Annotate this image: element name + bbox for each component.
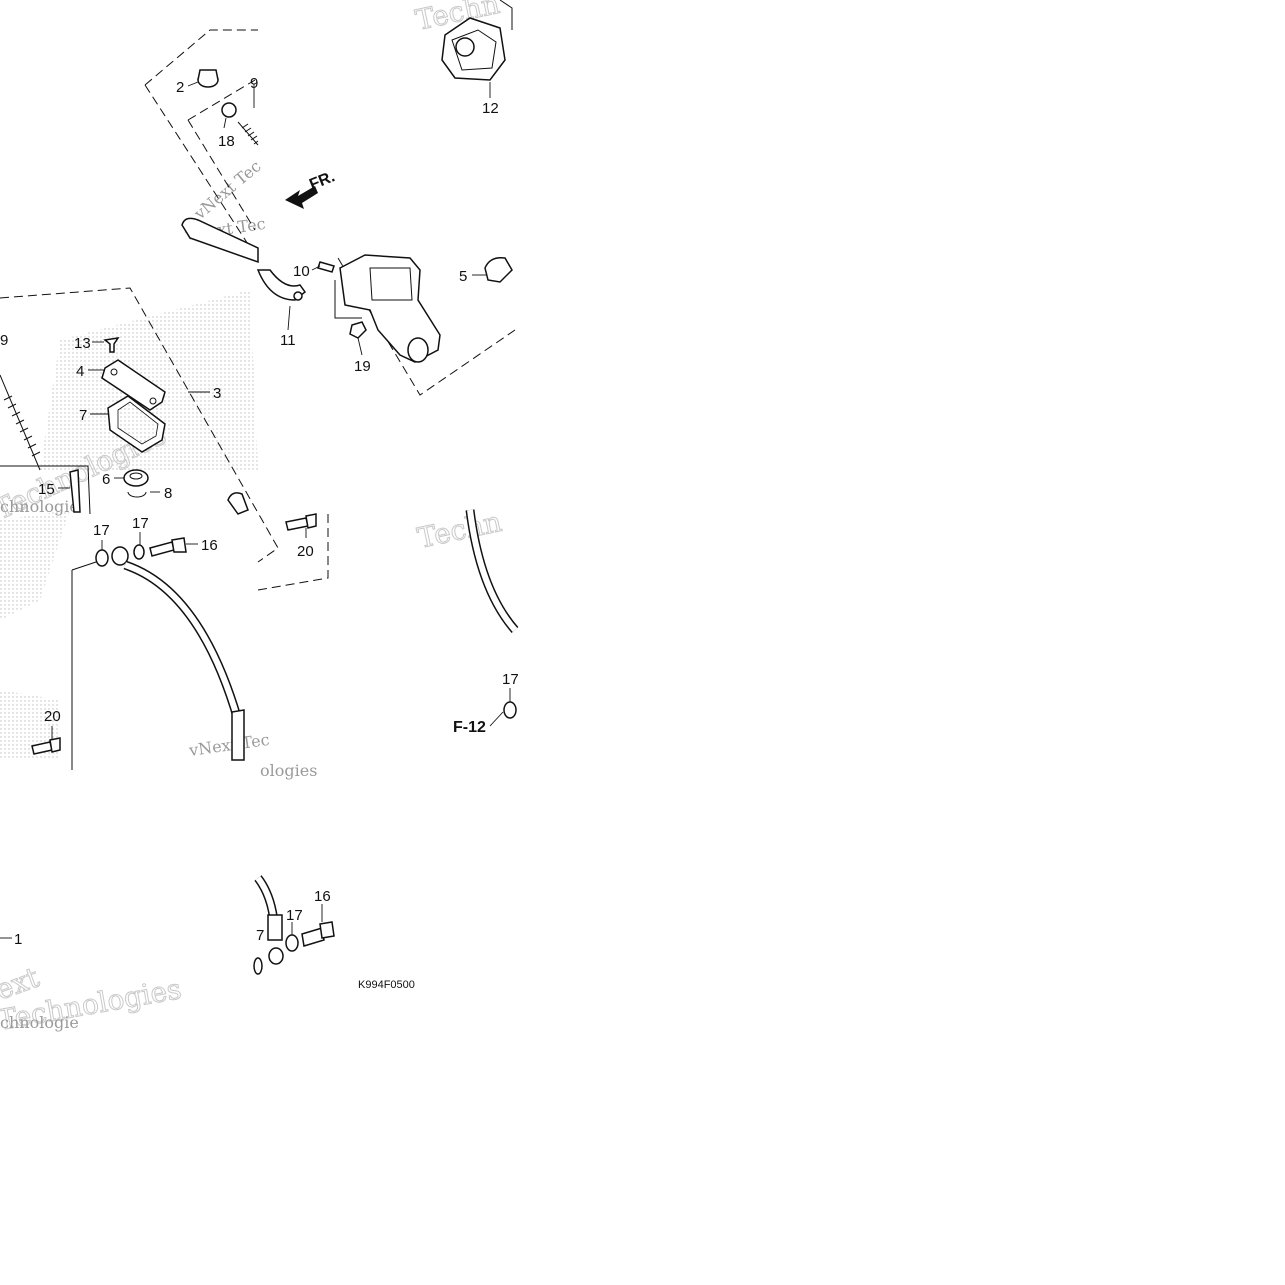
callout-17-b: 17 (132, 515, 149, 532)
part-9-spring-upper (237, 121, 259, 146)
callout-2: 2 (176, 79, 184, 96)
callout-11: 11 (280, 332, 296, 349)
callout-18: 18 (218, 133, 235, 150)
leader-lines (0, 81, 511, 939)
part-8-circlip (127, 491, 147, 498)
watermark-text: Techn vNext Tec vNext Tec Techn vNext Te… (0, 0, 505, 1037)
callout-1: 1 (14, 931, 22, 948)
watermark-3: vNext Tec (187, 730, 271, 760)
part-bracket-lower (227, 492, 249, 515)
part-17-washer-c (503, 701, 517, 719)
callout-6: 6 (102, 471, 110, 488)
part-6-plate (123, 469, 149, 487)
assembly-frames (0, 29, 516, 591)
part-7-diaphragm (107, 395, 166, 453)
drawing-code: K994F0500 (358, 979, 415, 991)
part-5-boot (484, 256, 513, 283)
callout-labels: 2 9 18 12 10 5 11 19 9 13 4 3 7 6 8 15 1… (0, 75, 519, 948)
part-16-bolt-b (301, 921, 335, 947)
callout-10: 10 (293, 263, 310, 280)
master-cylinder (334, 254, 441, 363)
callout-5: 5 (459, 268, 467, 285)
front-label: FR. (307, 168, 337, 193)
part-16-bolt (149, 537, 187, 557)
part-10-screw (317, 261, 335, 273)
part-hose-eye (111, 546, 129, 566)
part-11-bracket (256, 269, 307, 301)
watermark-5: vNext Tec (190, 156, 265, 223)
part-13-screw (103, 336, 120, 353)
watermark-8: chnologie (0, 1013, 79, 1032)
callout-19: 19 (354, 358, 371, 375)
watermark-10: chnologie (0, 497, 79, 516)
callout-9-lower: 9 (0, 332, 8, 349)
part-20-bolt-b (31, 737, 61, 755)
callout-7: 7 (79, 407, 87, 424)
callout-20-b: 20 (44, 708, 61, 725)
watermark-4: Techn (415, 505, 505, 555)
callout-16-b: 16 (314, 888, 331, 905)
part-20-bolt-a (285, 513, 317, 531)
part-4-cover (101, 359, 166, 411)
callout-15: 15 (38, 481, 55, 498)
callout-16-a: 16 (201, 537, 218, 554)
callout-13: 13 (74, 335, 91, 352)
callout-7-b: 7 (256, 927, 264, 944)
part-2-cap (197, 69, 219, 88)
part-12-housing (441, 0, 513, 81)
callout-20-a: 20 (297, 543, 314, 560)
part-lever-upper (181, 217, 259, 264)
callout-12: 12 (482, 100, 499, 117)
part-19-nut (349, 321, 367, 339)
part-17-washer-d (285, 934, 299, 952)
callout-4: 4 (76, 363, 84, 380)
part-18-clip (221, 102, 237, 118)
callout-17-c: 17 (502, 671, 519, 688)
watermark-11: ologies (260, 761, 317, 780)
callout-17-a: 17 (93, 522, 110, 539)
callout-9-upper: 9 (250, 75, 258, 92)
part-17-washer-a (95, 549, 109, 567)
front-arrow-icon: FR. (285, 168, 337, 209)
ref-page-label: F-12 (453, 719, 486, 736)
callout-3: 3 (213, 385, 221, 402)
part-hose-eye-b (253, 947, 284, 975)
part-15-bolt (69, 469, 81, 513)
part-9-spring-lower (0, 374, 41, 471)
callout-17-d: 17 (286, 907, 303, 924)
brake-hose (71, 509, 519, 941)
stipple-watermark (0, 290, 258, 760)
part-17-washer-b (133, 544, 145, 560)
callout-8: 8 (164, 485, 172, 502)
